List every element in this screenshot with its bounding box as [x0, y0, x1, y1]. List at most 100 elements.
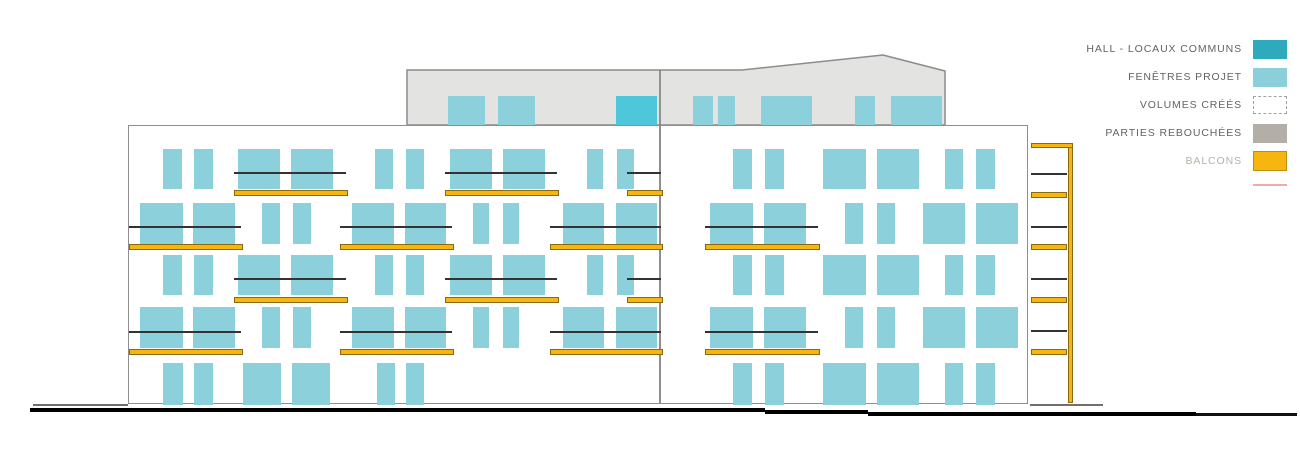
project-window: [262, 307, 280, 348]
project-window: [710, 307, 753, 348]
project-window: [877, 203, 895, 244]
balcony-swatch-icon: [1253, 151, 1287, 171]
roof-window: [891, 96, 942, 125]
balcony-slab: [340, 349, 454, 355]
side-balcony-slab: [1031, 244, 1067, 250]
project-window: [375, 255, 393, 295]
ground-line: [33, 404, 128, 406]
ground-line: [868, 412, 1196, 416]
balcony-slab: [234, 190, 348, 196]
project-window: [976, 203, 1018, 244]
balcony-railing: [234, 172, 346, 174]
project-window: [473, 307, 489, 348]
balcony-slab: [445, 297, 559, 303]
project-window: [733, 149, 752, 189]
project-window: [193, 307, 235, 348]
legend: HALL - LOCAUX COMMUNS FENÊTRES PROJET VO…: [957, 35, 1287, 186]
project-window: [845, 307, 863, 348]
side-balcony-top-slab: [1031, 143, 1073, 148]
project-window: [823, 149, 866, 189]
project-window: [243, 363, 281, 405]
balcony-slab: [627, 190, 663, 196]
project-window: [140, 203, 183, 244]
project-window: [764, 203, 806, 244]
project-window: [238, 149, 280, 189]
project-window: [194, 255, 213, 295]
project-window: [945, 255, 963, 295]
project-window: [352, 203, 394, 244]
project-window: [194, 149, 213, 189]
project-window: [262, 203, 280, 244]
project-window: [945, 149, 963, 189]
roof-window: [448, 96, 485, 125]
legend-row-balconies: BALCONS: [957, 147, 1287, 175]
balcony-railing: [340, 226, 452, 228]
roof-window: [498, 96, 535, 125]
balcony-railing: [705, 331, 818, 333]
project-window: [503, 149, 545, 189]
side-balcony-railing: [1031, 226, 1067, 228]
balcony-railing: [705, 226, 818, 228]
project-window: [140, 307, 183, 348]
side-balcony-slab: [1031, 192, 1067, 198]
project-window: [375, 149, 393, 189]
ground-line: [1196, 413, 1297, 416]
project-window: [765, 255, 784, 295]
project-window: [764, 307, 806, 348]
project-window: [587, 255, 603, 295]
project-window: [406, 255, 424, 295]
project-window: [877, 149, 919, 189]
legend-label-filled-parts: PARTIES REBOUCHÉES: [1105, 127, 1242, 139]
hall-swatch-icon: [1253, 39, 1287, 59]
balcony-slab: [627, 297, 663, 303]
project-window: [733, 255, 752, 295]
legend-label-balconies: BALCONS: [1185, 155, 1242, 167]
project-window: [823, 363, 866, 405]
ground-line: [1030, 404, 1103, 406]
balcony-railing: [627, 172, 661, 174]
project-window: [406, 149, 424, 189]
project-window: [450, 255, 492, 295]
project-window: [616, 203, 657, 244]
project-window: [823, 255, 866, 295]
side-balcony-slab: [1031, 297, 1067, 303]
project-window: [845, 203, 863, 244]
project-window: [877, 363, 919, 405]
roof-window: [855, 96, 875, 125]
balcony-railing: [445, 172, 557, 174]
balcony-railing: [550, 226, 661, 228]
hall-window: [616, 96, 657, 125]
project-window: [503, 307, 519, 348]
balcony-slab: [550, 244, 663, 250]
project-window: [293, 203, 311, 244]
project-window: [405, 203, 446, 244]
legend-label-volumes: VOLUMES CRÉÉS: [1139, 99, 1242, 111]
project-window: [193, 203, 235, 244]
legend-row-filled-parts: PARTIES REBOUCHÉES: [957, 119, 1287, 147]
dashed-volume-swatch-icon: [1253, 96, 1287, 114]
project-window: [291, 255, 333, 295]
legend-row-windows: FENÊTRES PROJET: [957, 63, 1287, 91]
balcony-slab: [234, 297, 348, 303]
project-window: [352, 307, 394, 348]
project-window: [617, 149, 634, 189]
project-window: [291, 149, 333, 189]
legend-row-hall: HALL - LOCAUX COMMUNS: [957, 35, 1287, 63]
ground-line: [30, 408, 765, 412]
ground-line: [765, 410, 868, 414]
balcony-slab: [705, 244, 820, 250]
project-window: [976, 255, 995, 295]
balcony-slab: [129, 349, 243, 355]
project-window: [563, 203, 604, 244]
project-window: [617, 255, 634, 295]
project-window: [563, 307, 604, 348]
project-window: [923, 203, 965, 244]
balcony-slab: [445, 190, 559, 196]
project-window: [976, 149, 995, 189]
project-window: [405, 307, 446, 348]
project-window: [377, 363, 395, 405]
building-left-outline: [128, 125, 660, 404]
roof-window: [693, 96, 713, 125]
project-window: [238, 255, 280, 295]
